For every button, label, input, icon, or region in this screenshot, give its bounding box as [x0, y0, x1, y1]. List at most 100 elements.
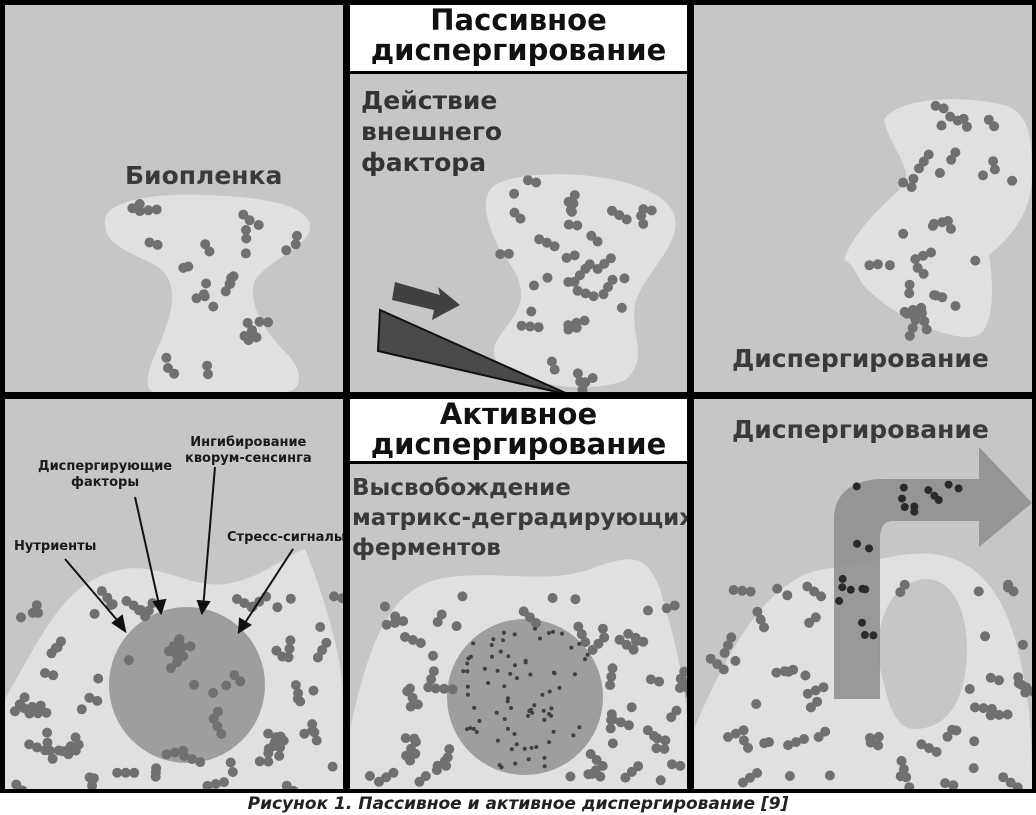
panel-dispersal-active: Диспергирование [694, 399, 1032, 789]
cell [592, 264, 603, 274]
cell [540, 692, 545, 697]
cell [202, 360, 213, 371]
cell [290, 680, 301, 691]
cell [572, 368, 583, 379]
cell [838, 574, 847, 583]
arrow-head-icon [237, 617, 252, 634]
cell [120, 767, 131, 778]
cell [432, 617, 443, 627]
cell [501, 630, 506, 635]
cell [489, 643, 494, 647]
cell [509, 188, 520, 199]
cell [988, 156, 999, 167]
cell [254, 316, 265, 327]
cell [791, 737, 801, 748]
cell [898, 228, 909, 239]
arrow-head-icon [152, 598, 167, 616]
cell [873, 731, 884, 742]
cell [240, 248, 251, 259]
cell [128, 600, 139, 611]
cell [505, 726, 510, 731]
cell [783, 740, 794, 751]
cell [400, 733, 411, 744]
cell [580, 637, 591, 648]
cell [549, 241, 560, 252]
cell [482, 666, 487, 671]
cell [623, 628, 634, 639]
cell [444, 744, 455, 755]
cell [503, 248, 514, 259]
cell [835, 596, 844, 605]
cell [465, 692, 470, 697]
cell [924, 743, 934, 754]
cell [512, 632, 517, 637]
cell [619, 273, 630, 284]
cell [185, 641, 196, 652]
cell [513, 761, 518, 766]
cell [638, 218, 649, 229]
cell [514, 742, 519, 747]
cell [534, 234, 545, 245]
cell [239, 331, 250, 341]
cell [285, 593, 296, 604]
cell [134, 199, 145, 209]
cell [605, 253, 616, 264]
cell [579, 315, 590, 326]
cell [541, 708, 546, 713]
cell [902, 308, 913, 319]
cell [506, 696, 510, 701]
arrow-head-icon [111, 614, 127, 634]
cell [465, 661, 470, 666]
cell [311, 735, 322, 746]
cell [607, 738, 618, 749]
cell [447, 684, 458, 695]
cell [998, 772, 1009, 783]
cell [499, 765, 504, 770]
cell [210, 779, 221, 789]
cell [526, 306, 537, 317]
cell [112, 767, 123, 778]
cell [195, 757, 206, 768]
matrix-enzymes-label: Высвобождение матрикс-деградирующих ферм… [352, 475, 687, 561]
cell [904, 288, 915, 299]
cell [168, 641, 179, 652]
cell [436, 609, 447, 620]
cell [573, 621, 584, 632]
cell [989, 121, 1000, 132]
cell [337, 593, 343, 604]
cell [557, 685, 562, 690]
cell [551, 629, 555, 634]
cell [852, 482, 861, 491]
cell [580, 377, 591, 388]
cell [127, 203, 138, 214]
cell [1012, 782, 1023, 789]
cell [906, 182, 917, 193]
cell [486, 681, 491, 685]
cell [152, 239, 163, 250]
cell [505, 699, 510, 704]
cell [946, 154, 957, 165]
cell-cluster [447, 619, 603, 775]
external-factor-label: Действие внешнего фактора [361, 86, 503, 177]
cell [970, 702, 980, 713]
cell [964, 684, 975, 694]
cell [737, 585, 748, 596]
cell [549, 364, 560, 375]
cell [161, 352, 172, 363]
cell [675, 760, 686, 771]
cell [898, 494, 906, 503]
cell [515, 213, 526, 224]
cell [16, 612, 26, 623]
cell [465, 669, 470, 674]
wedge-shape [376, 308, 566, 392]
force-arrow-icon [392, 282, 460, 320]
cell [730, 728, 741, 739]
cell [283, 652, 294, 663]
cell [669, 600, 680, 611]
cell [379, 601, 390, 612]
cell [614, 634, 625, 645]
cell [414, 776, 425, 787]
biofilm-drawing [104, 194, 310, 392]
cell [293, 688, 304, 699]
cell [221, 680, 232, 691]
